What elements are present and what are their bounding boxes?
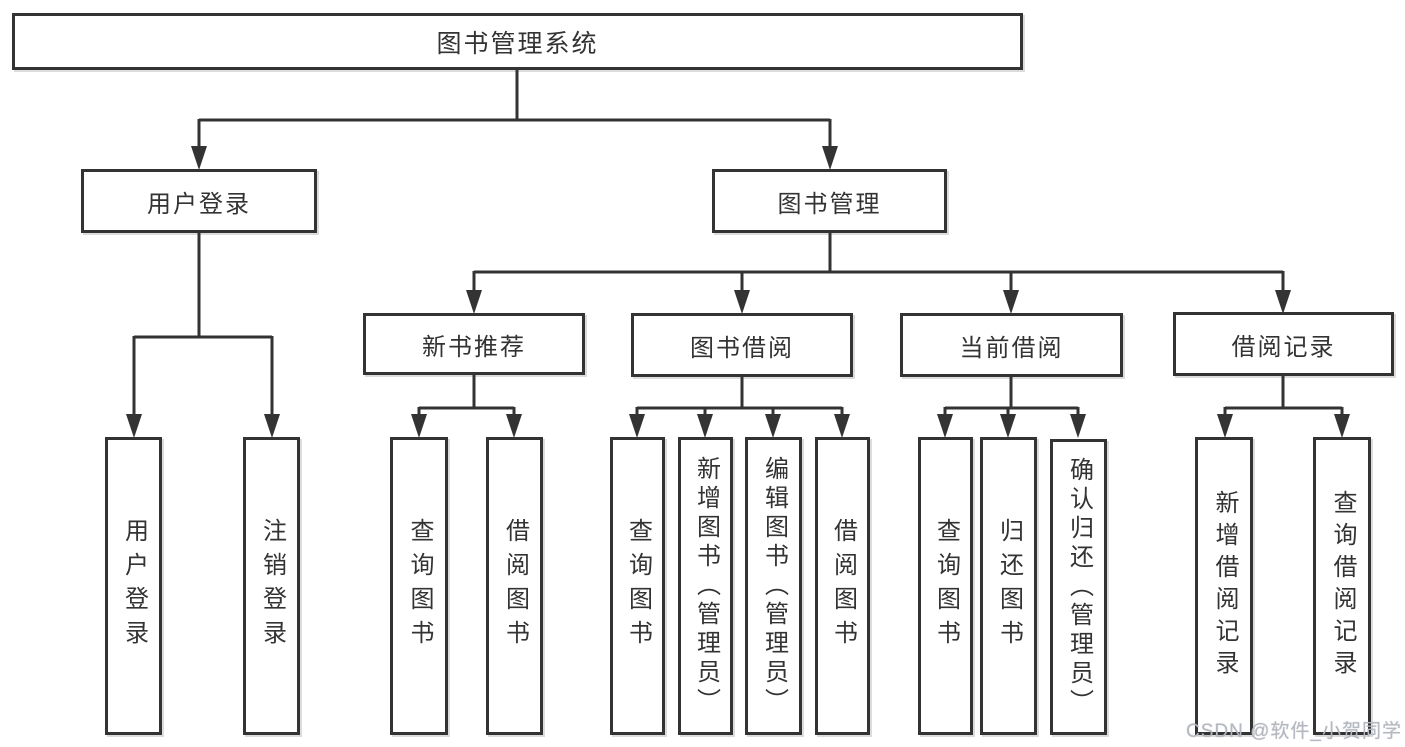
leaf-label: 查询图书: [932, 518, 960, 654]
node-label: 借阅记录: [1231, 333, 1336, 361]
node-label: 图书管理系统: [436, 29, 599, 58]
arrowheads: [126, 146, 1350, 438]
leaf-add-book-admin: 新增图书（管理员）: [678, 437, 733, 735]
leaf-label: 新增图书（管理员）: [692, 455, 720, 717]
leaf-query-books-1: 查询图书: [390, 437, 448, 735]
node-label: 当前借阅: [959, 334, 1064, 362]
leaf-query-books-2: 查询图书: [610, 437, 665, 735]
leaf-query-books-3: 查询图书: [918, 437, 973, 735]
leaf-label: 用户登录: [120, 518, 148, 654]
leaf-label: 确认归还（管理员）: [1065, 456, 1093, 718]
leaf-label: 借阅图书: [829, 518, 857, 654]
node-label: 新书推荐: [422, 333, 526, 361]
node-new-book-recommend: 新书推荐: [363, 313, 585, 375]
leaf-return-books: 归还图书: [980, 437, 1037, 735]
node-user-login: 用户登录: [81, 169, 317, 233]
leaf-label: 查询图书: [624, 518, 652, 654]
leaf-query-borrow-record: 查询借阅记录: [1313, 437, 1371, 735]
leaf-label: 查询借阅记录: [1329, 490, 1356, 682]
leaf-logout: 注销登录: [243, 437, 300, 735]
leaf-label: 归还图书: [995, 518, 1023, 654]
leaf-borrow-books-1: 借阅图书: [486, 437, 543, 735]
node-label: 图书借阅: [690, 334, 794, 362]
node-label: 用户登录: [147, 190, 251, 218]
csdn-watermark: CSDN @软件_小贺同学: [1186, 721, 1402, 742]
node-book-management: 图书管理: [712, 169, 947, 233]
node-library-management-system: 图书管理系统: [12, 13, 1023, 70]
leaf-label: 注销登录: [258, 518, 286, 654]
leaf-borrow-books-2: 借阅图书: [815, 437, 870, 735]
node-borrow-records: 借阅记录: [1173, 312, 1394, 376]
node-current-borrowing: 当前借阅: [900, 313, 1123, 377]
node-label: 图书管理: [777, 190, 882, 218]
leaf-label: 借阅图书: [501, 518, 529, 654]
leaf-add-borrow-record: 新增借阅记录: [1195, 437, 1253, 735]
leaf-label: 新增借阅记录: [1211, 490, 1238, 682]
leaf-label: 编辑图书（管理员）: [760, 455, 788, 717]
leaf-user-login: 用户登录: [105, 437, 162, 735]
node-book-borrowing: 图书借阅: [631, 313, 853, 377]
leaf-edit-book-admin: 编辑图书（管理员）: [745, 437, 802, 735]
leaf-confirm-return-admin: 确认归还（管理员）: [1050, 439, 1107, 735]
leaf-label: 查询图书: [406, 518, 433, 654]
